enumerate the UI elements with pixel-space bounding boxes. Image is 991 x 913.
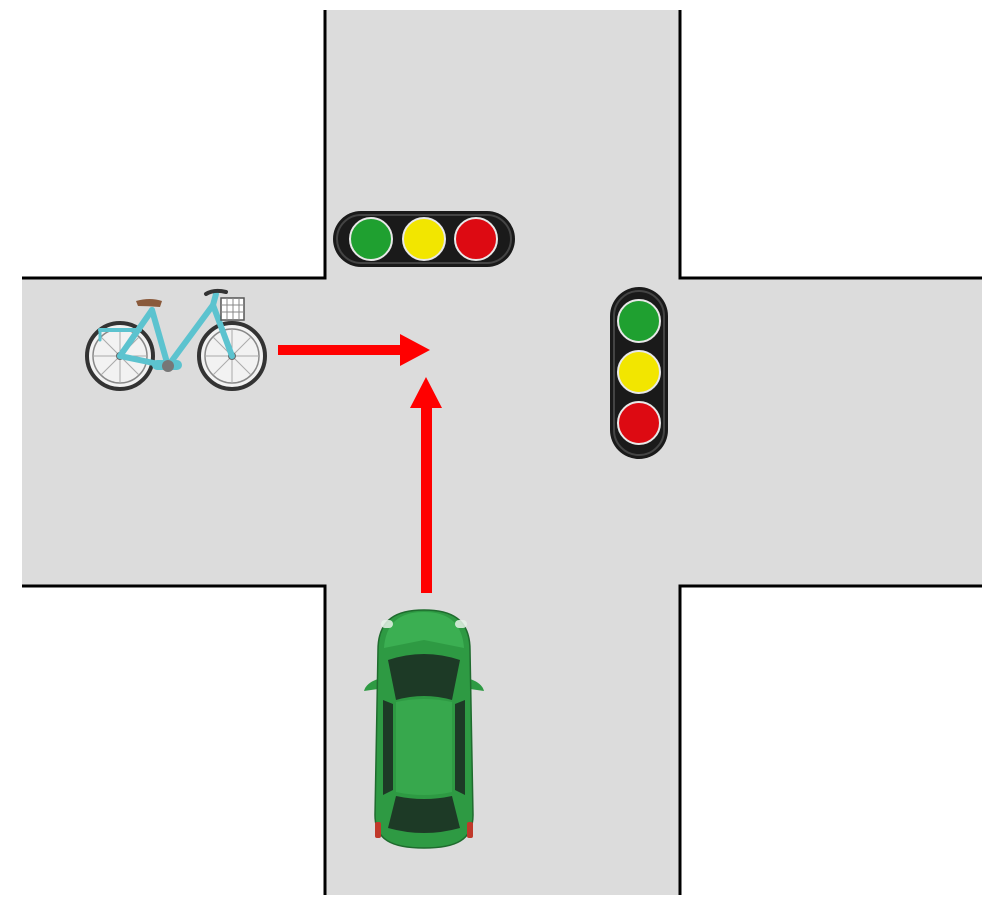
car-path-arrow (410, 377, 442, 593)
bicycle-handlebar (204, 288, 228, 296)
curb-bottom-left (22, 584, 327, 895)
car-taillight-left (375, 822, 381, 838)
bicycle-frame (98, 291, 235, 369)
car-mirror-left (364, 679, 378, 691)
yellow-lamp (402, 217, 446, 261)
horizontal-road (22, 278, 982, 586)
car-side-window-left (383, 700, 393, 795)
curb-top-right (678, 10, 982, 280)
road-curbs (22, 10, 982, 895)
curb-top-left (22, 10, 327, 280)
car-mirror-right (470, 679, 484, 691)
yellow-lamp (617, 350, 661, 394)
green-lamp (349, 217, 393, 261)
car-roof (396, 699, 452, 795)
curb-bottom-right (678, 584, 982, 895)
car-taillight-right (467, 822, 473, 838)
car-headlight-right (455, 620, 467, 628)
bicycle-crank (162, 360, 174, 372)
traffic-light-east (610, 287, 668, 459)
car-windshield (388, 654, 460, 700)
car-icon (364, 609, 484, 849)
red-lamp (617, 401, 661, 445)
red-lamp (454, 217, 498, 261)
bicycle-path-arrow (278, 334, 430, 366)
car-side-window-right (455, 700, 465, 795)
bicycle-basket (220, 297, 245, 321)
green-lamp (617, 299, 661, 343)
bicycle-icon (85, 288, 267, 391)
car-headlight-left (381, 620, 393, 628)
car-rear-window (388, 796, 460, 833)
traffic-light-north (333, 211, 515, 267)
bicycle-saddle (136, 299, 162, 307)
road (22, 10, 982, 895)
